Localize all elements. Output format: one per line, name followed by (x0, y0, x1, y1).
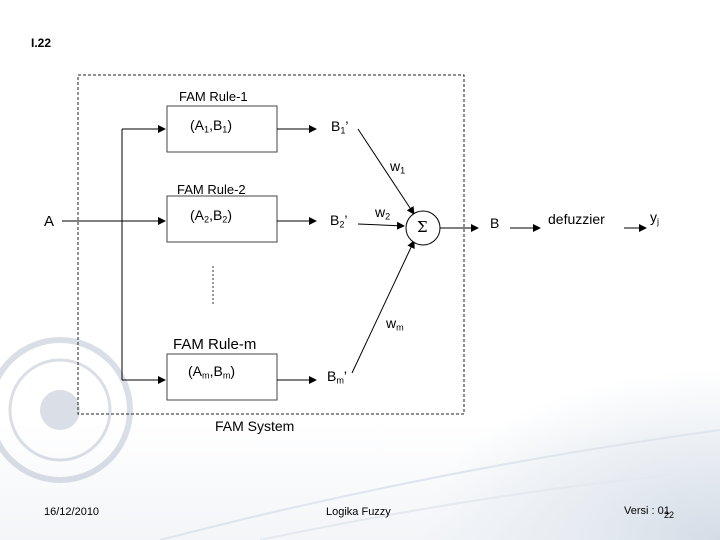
defuzzier-label: defuzzier (548, 211, 605, 227)
weight-1-label: w1 (390, 158, 406, 176)
rule-1-output-label: B1’ (331, 118, 349, 136)
slide-number: I.22 (31, 36, 52, 50)
footer-date: 16/12/2010 (44, 506, 100, 518)
rule-m-output-label: Bm’ (327, 368, 348, 386)
rule-2-output-label: B2’ (330, 212, 348, 230)
input-a-label: A (44, 213, 55, 230)
weight-2-connection (357, 221, 405, 230)
rule-1-input-label: (A1,B1) (190, 117, 233, 135)
weight-m-label: wm (386, 315, 404, 333)
footer-version: Versi : 01 (624, 505, 670, 517)
output-b-label: B (490, 215, 500, 231)
university-watermark (0, 337, 133, 483)
rule-m-box (166, 353, 278, 401)
fam-system-boundary (77, 74, 465, 415)
weight-2-label: w2 (375, 204, 391, 222)
weight-1-connection (357, 128, 415, 215)
fam-rule-m-label: FAM Rule-m (173, 336, 257, 353)
fam-rule-1-label: FAM Rule-1 (179, 89, 248, 104)
footer-page-number: 22 (664, 510, 675, 520)
sum-symbol: Σ (417, 218, 428, 236)
rule-2-box (166, 195, 278, 243)
rule-m-input-label: (Am,Bm) (188, 363, 236, 381)
final-output-label: yj (650, 209, 660, 227)
fam-system-label: FAM System (215, 418, 295, 434)
weight-m-connection (351, 240, 415, 374)
rule-2-input-label: (A2,B2) (190, 207, 233, 225)
fam-rule-2-label: FAM Rule-2 (177, 182, 246, 197)
footer-title: Logika Fuzzy (326, 506, 391, 518)
